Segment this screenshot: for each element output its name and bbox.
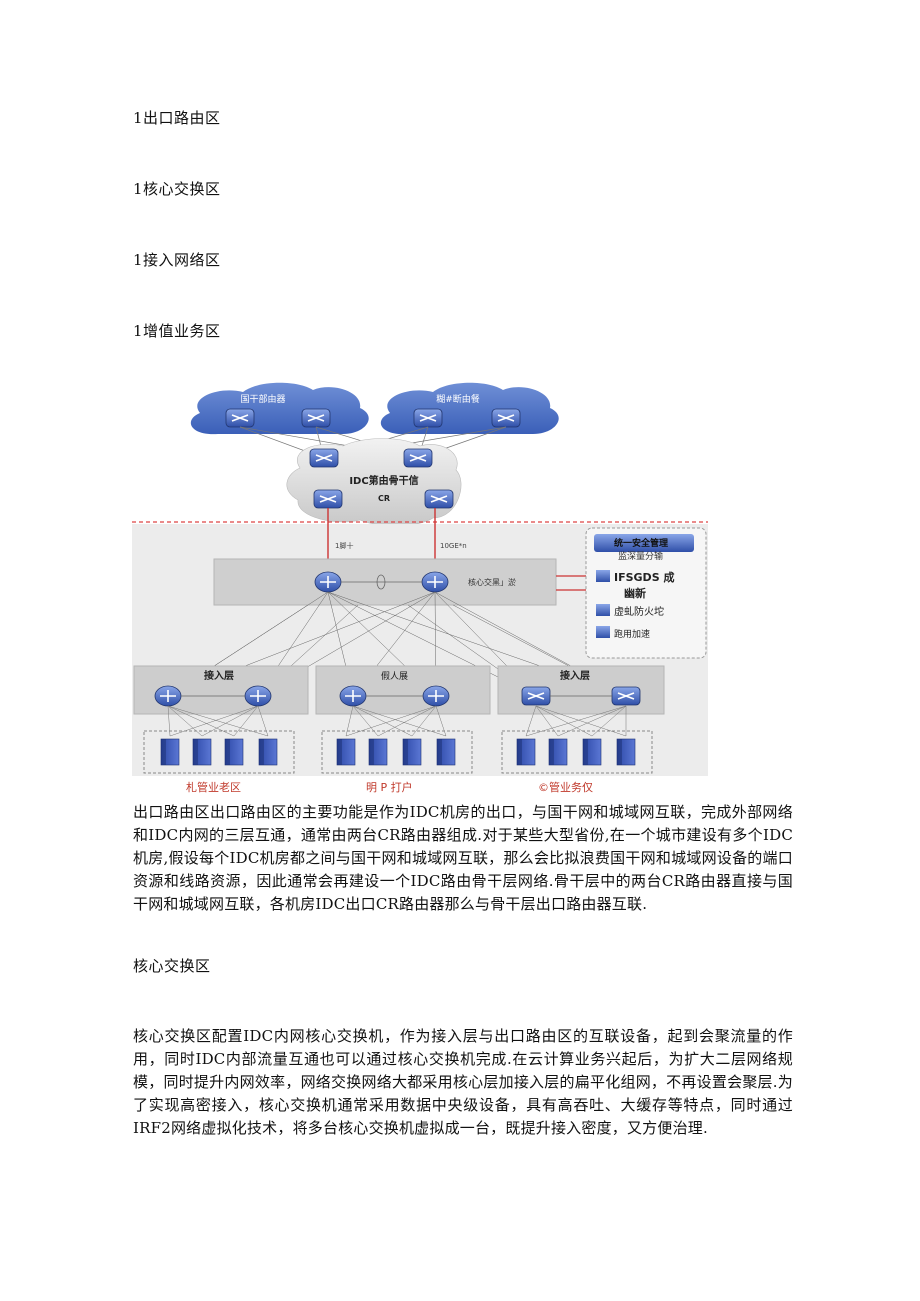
security-sub: 监深量分输	[618, 550, 663, 562]
access-mid-label: 假人展	[381, 671, 408, 682]
access-zone-right: 接入层	[497, 665, 665, 715]
server-group-right	[501, 730, 653, 774]
access-right-label: 接入层	[560, 669, 590, 682]
value-added-service-zone: 统一安全管理 监深量分输 IFSGDS 成 幽新 虚虬防火坨 跑用加速	[585, 527, 707, 659]
paragraph-egress-routing: 出口路由区出口路由区的主要功能是作为IDC机房的出口，与国干网和城域网互联，完成…	[133, 803, 793, 913]
section-heading-core: 核心交换区	[133, 957, 211, 975]
link-left-label: 1脚十	[335, 541, 353, 550]
idc-routing-backbone-cloud: IDC第由骨干信 CR	[286, 438, 462, 527]
caption-right: ©管业务仅	[538, 780, 593, 794]
accel-label: 跑用加速	[614, 628, 650, 640]
core-switch-zone: 核心交黑」淤	[213, 558, 557, 606]
national-backbone-label: 国干部由器	[240, 393, 285, 405]
metro-network-cloud: 糊#断由餐	[380, 382, 559, 435]
ifs-label: IFSGDS 成	[614, 570, 674, 584]
server-group-left	[143, 730, 295, 774]
access-zone-middle: 假人展	[315, 665, 491, 715]
cr-label: CR	[378, 494, 390, 503]
caption-middle: 明 P 打户	[366, 780, 413, 794]
firewall-label: 虚虬防火坨	[614, 605, 664, 618]
caption-left: 札管业老区	[186, 780, 241, 794]
list-item-egress: 1出口路由区	[133, 109, 221, 127]
list-item-access: 1接入网络区	[133, 251, 221, 269]
access-zone-left: 接入层	[133, 665, 309, 715]
access-left-label: 接入层	[204, 669, 234, 682]
national-backbone-cloud: 国干部由器	[190, 382, 369, 435]
backbone-label: IDC第由骨干信	[349, 474, 418, 487]
security-title: 统一安全管理	[614, 537, 668, 549]
server-group-middle	[321, 730, 473, 774]
metro-network-label: 糊#断由餐	[436, 393, 480, 405]
security-links	[556, 575, 586, 591]
idc-network-diagram: 国干部由器 糊#断由餐 IDC第由骨干信 CR 1脚十 10GE*n 核心交黑」	[132, 382, 708, 794]
paragraph-core-switching: 核心交换区配置IDC内网核心交换机，作为接入层与出口路由区的互联设备，起到会聚流…	[133, 1027, 793, 1137]
list-item-value-added: 1增值业务区	[133, 322, 221, 340]
link-right-label: 10GE*n	[440, 542, 467, 550]
core-switch-label: 核心交黑」淤	[468, 577, 516, 587]
list-item-core: 1核心交换区	[133, 180, 221, 198]
ifs-sub-label: 幽新	[624, 586, 646, 600]
